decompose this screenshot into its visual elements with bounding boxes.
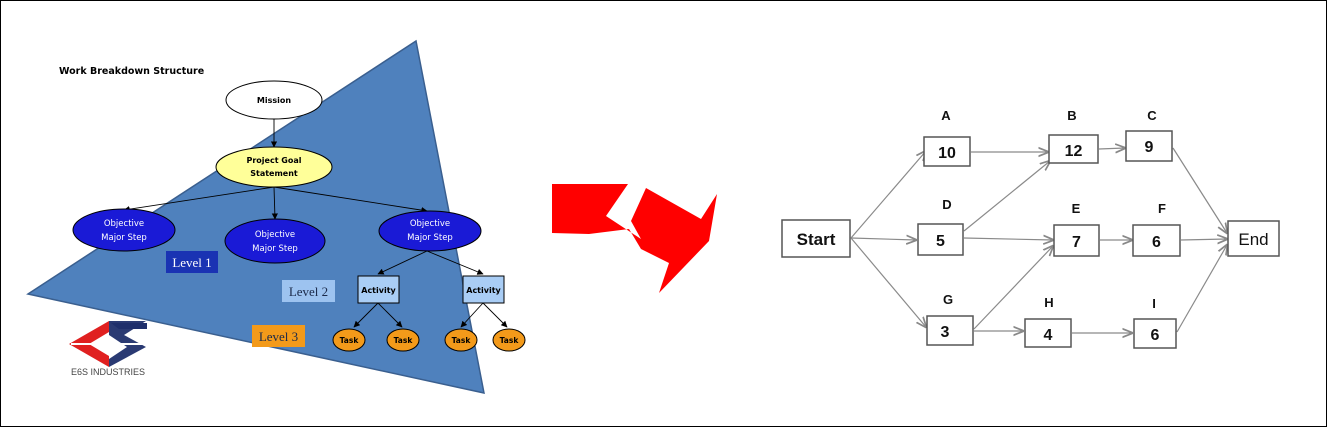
activity-node-2: Activity	[462, 275, 505, 304]
activity-2-label: Activity	[466, 286, 501, 295]
node-i-letter: I	[1152, 296, 1156, 311]
node-a-letter: A	[941, 108, 951, 123]
node-h-value: 4	[1044, 327, 1053, 344]
level-3-label: Level 3	[259, 329, 298, 344]
objective-1-line1: Objective	[104, 219, 144, 229]
objective-3-line1: Objective	[410, 219, 450, 229]
activity-node-1: Activity	[357, 275, 400, 304]
activity-1-label: Activity	[361, 286, 396, 295]
start-label: Start	[797, 230, 836, 249]
node-e-letter: E	[1072, 201, 1081, 216]
mission-node	[225, 80, 323, 120]
mission-label: Mission	[257, 96, 291, 105]
node-c-letter: C	[1147, 108, 1157, 123]
node-g-letter: G	[943, 292, 953, 307]
node-c: C 9	[1125, 108, 1173, 162]
objective-1-line2: Major Step	[101, 233, 147, 243]
network-panel: Start End A 10 B 12 C 9 D 5	[781, 108, 1280, 349]
objective-node-2: Objective Major Step	[224, 218, 326, 264]
node-f-letter: F	[1158, 201, 1166, 216]
end-label: End	[1238, 230, 1268, 249]
level-1-badge: Level 1	[166, 251, 218, 273]
node-a-value: 10	[938, 145, 956, 162]
node-d: D 5	[917, 197, 964, 256]
project-goal-node	[215, 146, 333, 188]
lightning-arrow-icon	[552, 184, 717, 293]
node-f: F 6	[1132, 201, 1181, 257]
node-b: B 12	[1048, 108, 1099, 164]
node-h: H 4	[1024, 295, 1072, 348]
start-node: Start	[781, 219, 851, 258]
objective-2-line1: Objective	[255, 230, 295, 240]
level-2-badge: Level 2	[282, 280, 335, 302]
objective-2-line2: Major Step	[252, 244, 298, 254]
level-2-label: Level 2	[289, 284, 328, 299]
level-3-badge: Level 3	[252, 325, 305, 347]
node-e: E 7	[1053, 201, 1100, 257]
node-h-letter: H	[1044, 295, 1053, 310]
wbs-title: Work Breakdown Structure	[59, 66, 204, 77]
logo-text: E6S INDUSTRIES	[71, 367, 145, 377]
node-b-value: 12	[1065, 143, 1083, 160]
task-node-1: Task	[332, 328, 366, 352]
node-f-value: 6	[1152, 234, 1161, 251]
end-node: End	[1227, 220, 1280, 257]
node-d-letter: D	[942, 197, 951, 212]
wbs-connectors	[123, 119, 508, 328]
node-c-value: 9	[1145, 139, 1154, 156]
node-a: A 10	[923, 108, 971, 167]
node-i-value: 6	[1151, 327, 1160, 344]
task-node-3: Task	[444, 328, 478, 352]
task-4-label: Task	[500, 336, 520, 345]
network-edges	[850, 148, 1227, 333]
level-1-label: Level 1	[172, 255, 211, 270]
node-d-value: 5	[936, 233, 945, 250]
e6s-logo: E6S INDUSTRIES	[69, 321, 147, 377]
node-g: G 3	[926, 292, 974, 346]
wbs-panel: Work Breakdown Structure Mission Project…	[26, 39, 526, 394]
task-3-label: Task	[452, 336, 472, 345]
project-goal-label-line1: Project Goal	[246, 156, 301, 165]
project-goal-label-line2: Statement	[250, 169, 298, 178]
node-g-value: 3	[941, 324, 950, 341]
node-i: I 6	[1133, 296, 1177, 349]
task-node-4: Task	[492, 328, 526, 352]
objective-node-3: Objective Major Step	[378, 210, 482, 252]
node-b-letter: B	[1067, 108, 1076, 123]
objective-node-1: Objective Major Step	[72, 208, 176, 252]
task-1-label: Task	[340, 336, 360, 345]
task-2-label: Task	[394, 336, 414, 345]
objective-3-line2: Major Step	[407, 233, 453, 243]
task-node-2: Task	[386, 328, 420, 352]
node-e-value: 7	[1072, 234, 1081, 251]
